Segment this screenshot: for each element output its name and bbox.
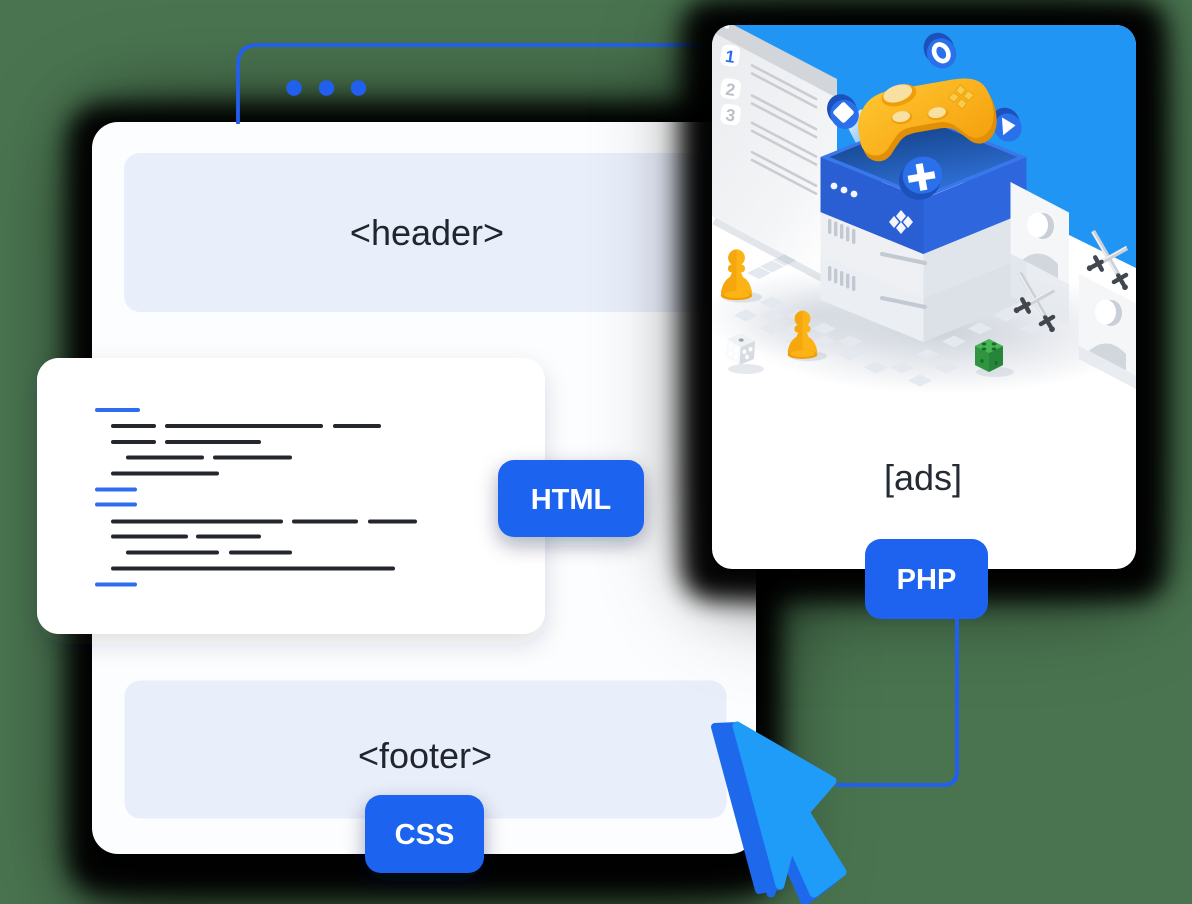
svg-text:<footer>: <footer> xyxy=(358,735,492,776)
svg-text:2: 2 xyxy=(724,80,736,100)
svg-text:1: 1 xyxy=(724,47,736,67)
svg-text:HTML: HTML xyxy=(531,484,612,516)
svg-text:[ads]: [ads] xyxy=(884,457,962,498)
svg-text:CSS: CSS xyxy=(395,819,455,851)
svg-text:3: 3 xyxy=(724,105,736,125)
svg-text:<header>: <header> xyxy=(350,212,504,253)
svg-text:PHP: PHP xyxy=(897,564,957,596)
